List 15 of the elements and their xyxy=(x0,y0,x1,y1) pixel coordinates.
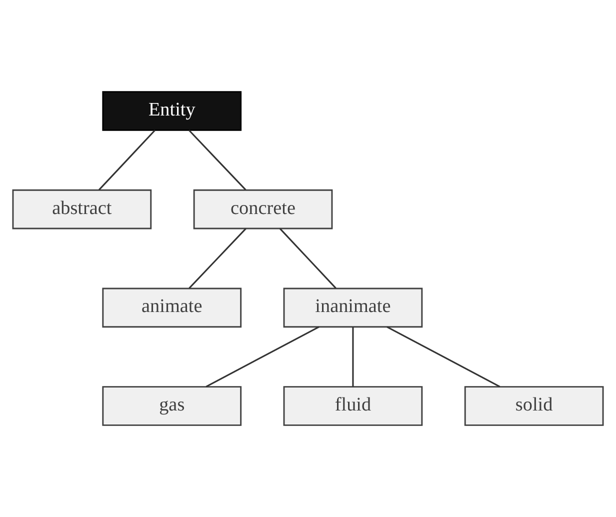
connector xyxy=(206,326,320,388)
connector xyxy=(188,228,246,289)
connector xyxy=(279,228,336,289)
node-box: animate xyxy=(102,288,242,328)
connector xyxy=(188,130,246,190)
connector xyxy=(386,326,500,388)
node-box: abstract xyxy=(12,189,152,230)
connector xyxy=(98,130,156,190)
node-box: inanimate xyxy=(283,288,423,328)
node-box: gas xyxy=(102,386,242,426)
node-box: solid xyxy=(464,386,604,426)
node-box: fluid xyxy=(283,386,423,426)
node-box: concrete xyxy=(193,189,333,230)
connector xyxy=(352,326,354,387)
node-box: Entity xyxy=(102,91,242,131)
